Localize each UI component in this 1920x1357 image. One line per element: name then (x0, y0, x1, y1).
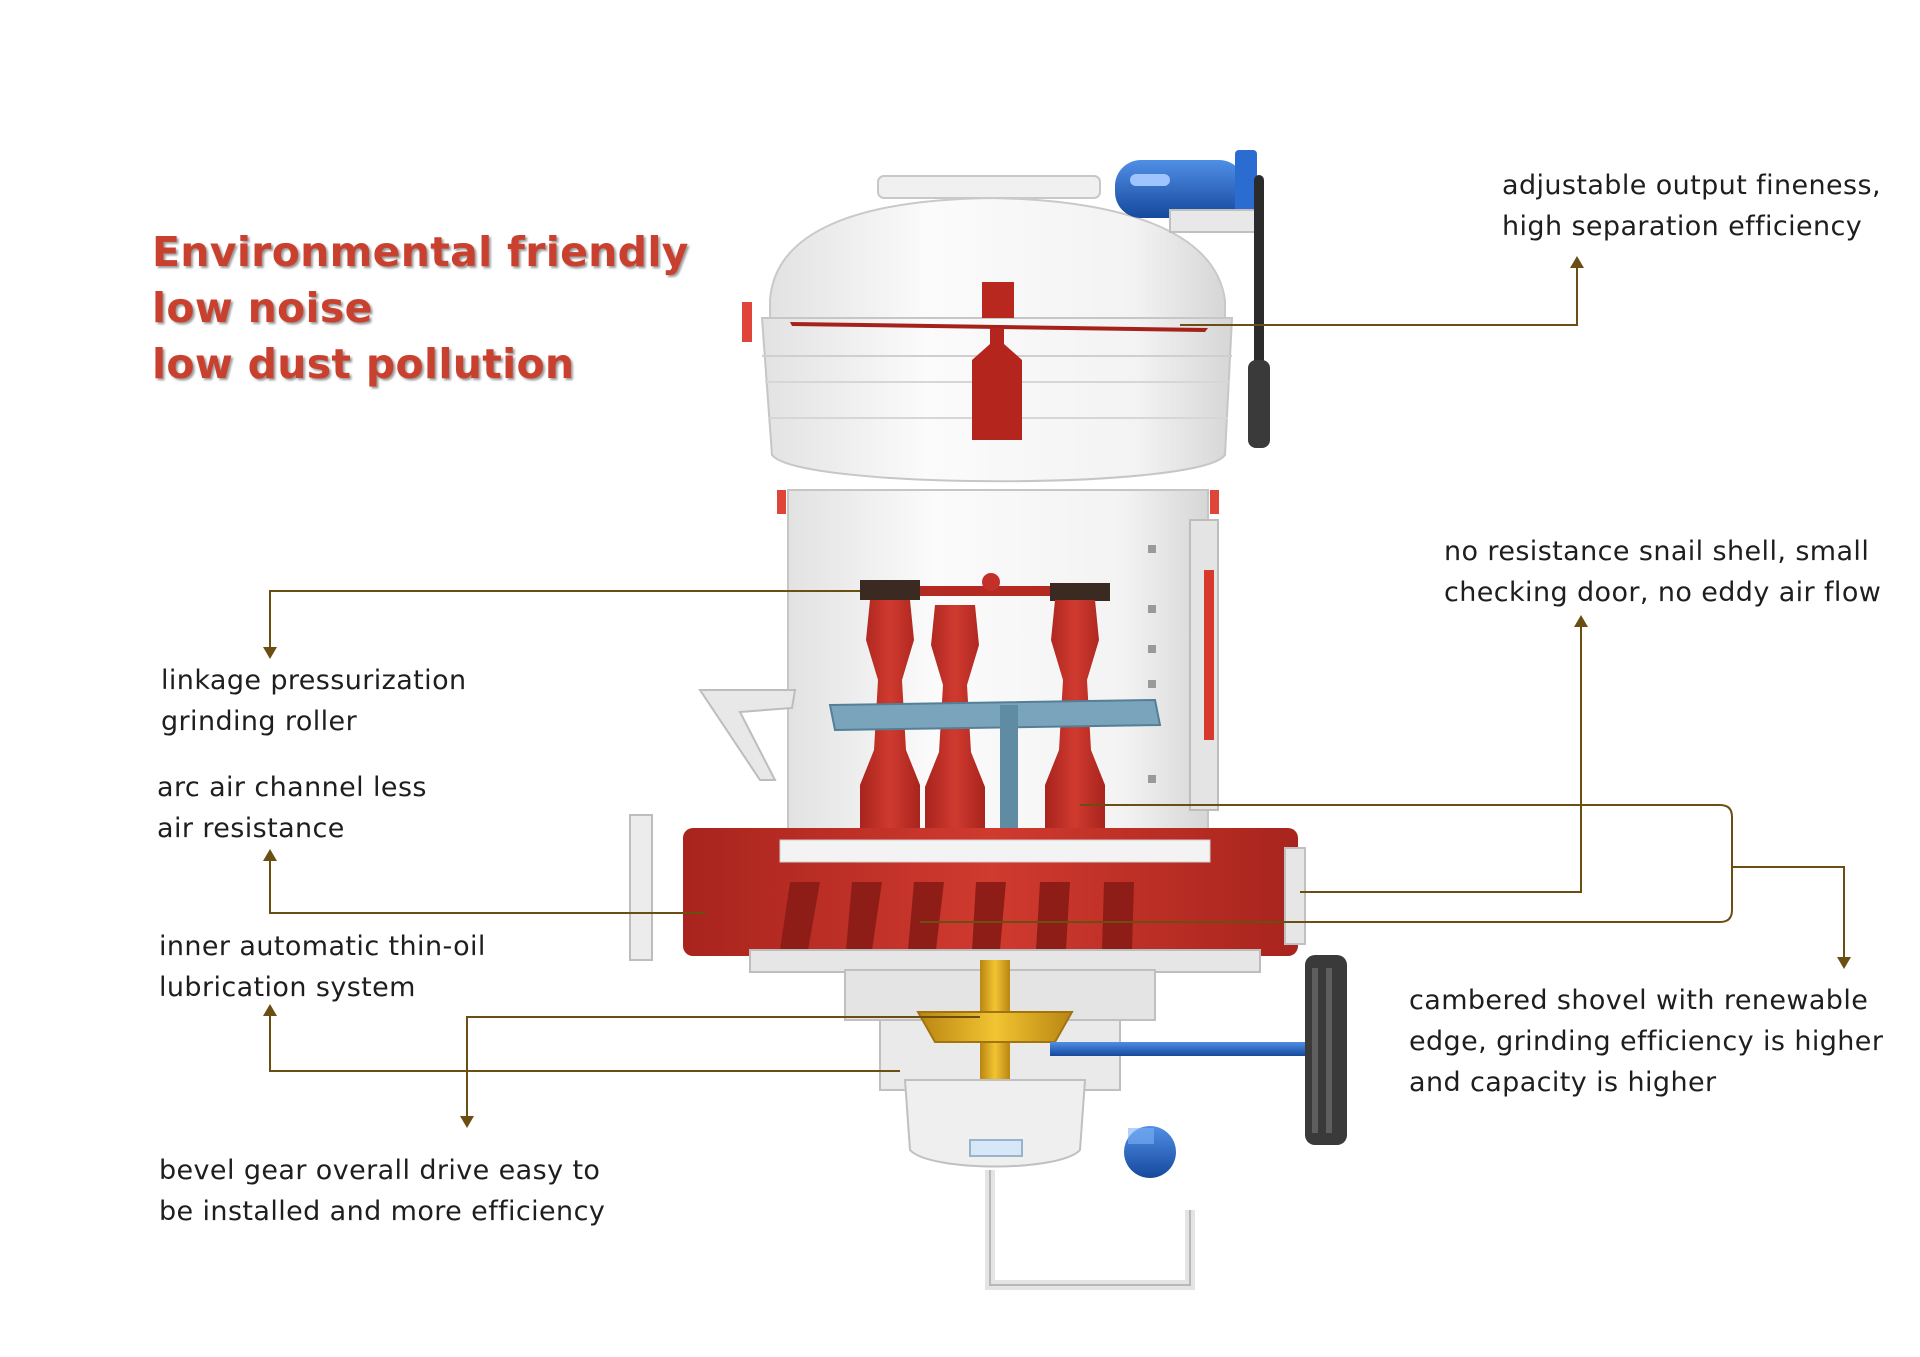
callout-line: inner automatic thin-oil (159, 931, 486, 962)
callout-line: lubrication system (159, 972, 416, 1003)
callout-grinding-roller: linkage pressurization grinding roller (161, 660, 467, 742)
callout-line: air resistance (157, 813, 345, 844)
arrowhead-bevel-gear (460, 1116, 474, 1128)
callout-line: adjustable output fineness, (1502, 170, 1881, 201)
leader-snail-shell (1300, 621, 1582, 893)
leader-grinding-roller (269, 590, 860, 653)
leader-separator (1180, 262, 1578, 326)
callout-snail-shell: no resistance snail shell, small checkin… (1444, 531, 1881, 613)
arrowhead-snail-shell (1574, 615, 1588, 627)
arrowhead-separator (1570, 256, 1584, 268)
callout-line: edge, grinding efficiency is higher (1409, 1026, 1884, 1057)
headline-line-2: low noise (152, 284, 373, 332)
callout-line: arc air channel less (157, 772, 427, 803)
callout-line: no resistance snail shell, small (1444, 536, 1870, 567)
headline-line-3: low dust pollution (152, 340, 575, 388)
callout-line: be installed and more efficiency (159, 1196, 606, 1227)
leader-air-channel (269, 855, 705, 914)
callout-lubrication: inner automatic thin-oil lubrication sys… (159, 926, 486, 1008)
headline: Environmental friendly low noise low dus… (152, 224, 689, 392)
leader-shovel (920, 804, 1845, 963)
mill-body (698, 175, 1234, 831)
leader-lubrication (269, 1010, 900, 1072)
drive-assembly (844, 955, 1347, 1290)
callout-air-channel: arc air channel less air resistance (157, 767, 427, 849)
callout-shovel: cambered shovel with renewable edge, gri… (1409, 980, 1883, 1103)
motor (1115, 150, 1270, 448)
arrowhead-grinding-roller (263, 647, 277, 659)
callout-line: checking door, no eddy air flow (1444, 577, 1882, 608)
callout-separator: adjustable output fineness, high separat… (1502, 165, 1881, 247)
callout-line: cambered shovel with renewable (1409, 985, 1869, 1016)
callout-line: grinding roller (161, 706, 358, 737)
callout-line: bevel gear overall drive easy to (159, 1155, 601, 1186)
headline-line-1: Environmental friendly (152, 228, 689, 276)
callout-line: and capacity is higher (1409, 1067, 1717, 1098)
separator-blade (790, 282, 1208, 440)
arrowhead-lubrication (263, 1004, 277, 1016)
plum-frame (828, 698, 1162, 835)
arrowhead-air-channel (263, 849, 277, 861)
leader-bevel-gear (466, 1016, 980, 1122)
callout-bevel-gear: bevel gear overall drive easy to be inst… (159, 1150, 605, 1232)
callout-line: high separation efficiency (1502, 211, 1863, 242)
callout-line: linkage pressurization (161, 665, 467, 696)
arrowhead-shovel (1837, 957, 1851, 969)
